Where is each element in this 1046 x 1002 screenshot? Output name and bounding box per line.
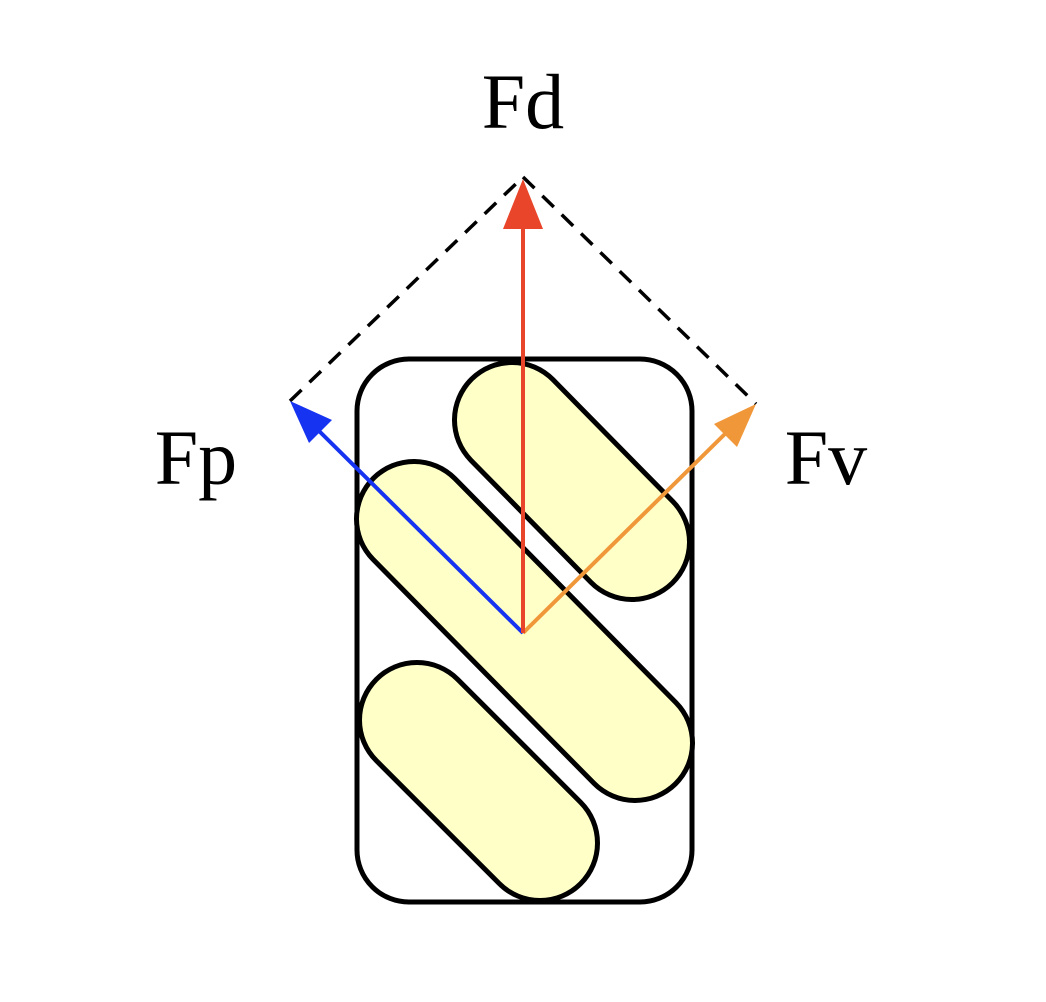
fd-arrowhead bbox=[503, 179, 543, 229]
label-fd: Fd bbox=[482, 58, 564, 145]
capsule-top-right-fill bbox=[457, 365, 687, 597]
fv-arrow-shaft bbox=[521, 424, 735, 635]
fp-arrow-shaft bbox=[310, 422, 525, 635]
label-fp: Fp bbox=[155, 414, 237, 501]
capsule-bottom-left-fill bbox=[362, 665, 595, 898]
dashed-line-right bbox=[521, 175, 758, 406]
fp-arrowhead bbox=[290, 401, 332, 443]
label-fv: Fv bbox=[785, 414, 867, 501]
fv-arrowhead bbox=[714, 404, 756, 447]
